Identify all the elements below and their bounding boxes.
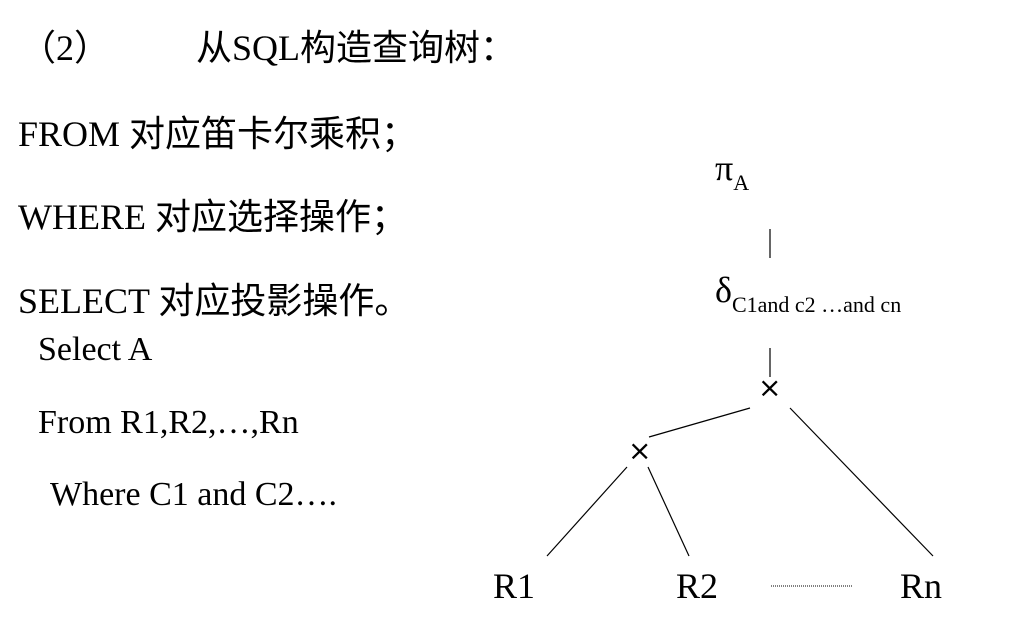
projection-node: πA <box>715 150 749 194</box>
product-node-bottom: × <box>628 434 652 467</box>
rule-where: WHERE 对应选择操作； <box>18 197 407 237</box>
leaf-r1: R1 <box>493 566 536 606</box>
sql-where: Where C1 and C2…. <box>50 476 338 513</box>
edge-product-r1 <box>546 466 628 557</box>
heading-title: 从SQL构造查询树： <box>196 28 517 68</box>
rule-from: FROM 对应笛卡尔乘积； <box>18 114 418 154</box>
rule-select: SELECT 对应投影操作。 <box>18 281 411 321</box>
projection-subscript: A <box>733 170 750 195</box>
edge-product-rn <box>789 407 934 557</box>
selection-node: δC1and c2 …and cn <box>715 272 901 316</box>
selection-symbol: δ <box>715 270 732 310</box>
projection-symbol: π <box>715 148 734 188</box>
leaf-r2: R2 <box>676 566 719 606</box>
edge-product-r2 <box>647 466 690 557</box>
product-node-top: × <box>758 371 782 404</box>
sql-select: Select A <box>38 331 153 368</box>
leaf-rn: Rn <box>900 566 943 606</box>
sql-from: From R1,R2,…,Rn <box>38 404 299 441</box>
heading-number: （2） <box>20 28 111 68</box>
selection-subscript: C1and c2 …and cn <box>731 292 902 317</box>
edge-product-product <box>648 407 751 438</box>
